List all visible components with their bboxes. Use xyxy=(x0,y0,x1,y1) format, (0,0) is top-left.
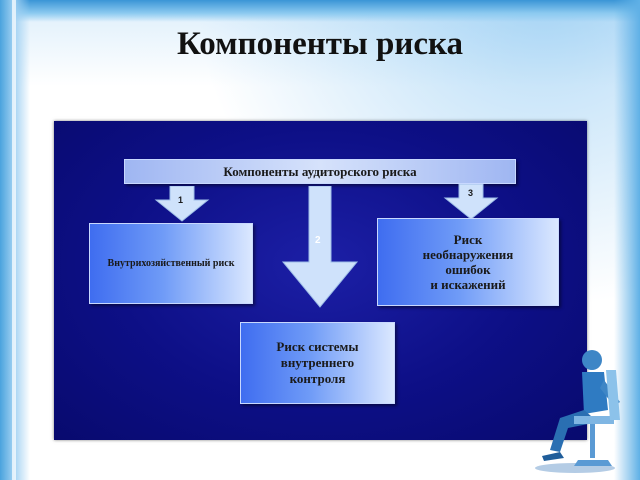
detection-risk-line-3: ошибок xyxy=(445,262,491,277)
arrow-1-label: 1 xyxy=(178,195,184,205)
control-risk-line-1: Риск системы xyxy=(276,339,359,354)
arrow-3-label: 3 xyxy=(468,188,474,198)
detection-risk-line-4: и искажений xyxy=(430,277,506,292)
detection-risk-box: Риск необнаружения ошибок и искажений xyxy=(377,218,559,306)
arrow-2-icon xyxy=(281,186,359,308)
inherent-risk-box: Внутрихозяйственный риск xyxy=(89,223,253,304)
risk-components-diagram: Компоненты аудиторского риска 1 2 3 Внут… xyxy=(54,121,587,440)
arrow-1-icon xyxy=(154,186,210,222)
slide-title: Компоненты риска xyxy=(176,26,464,62)
control-risk-line-3: контроля xyxy=(289,371,346,386)
detection-risk-line-1: Риск xyxy=(453,232,483,247)
decorative-top-band xyxy=(0,0,640,22)
audit-risk-components-box: Компоненты аудиторского риска xyxy=(124,159,516,184)
arrow-2-label: 2 xyxy=(315,235,321,246)
seated-person-illustration xyxy=(535,350,620,473)
control-risk-box: Риск системы внутреннего контроля xyxy=(240,322,395,404)
arrow-3-icon xyxy=(443,184,499,220)
decorative-left-band xyxy=(0,0,30,480)
control-risk-line-2: внутреннего xyxy=(280,355,355,370)
detection-risk-line-2: необнаружения xyxy=(422,247,514,262)
